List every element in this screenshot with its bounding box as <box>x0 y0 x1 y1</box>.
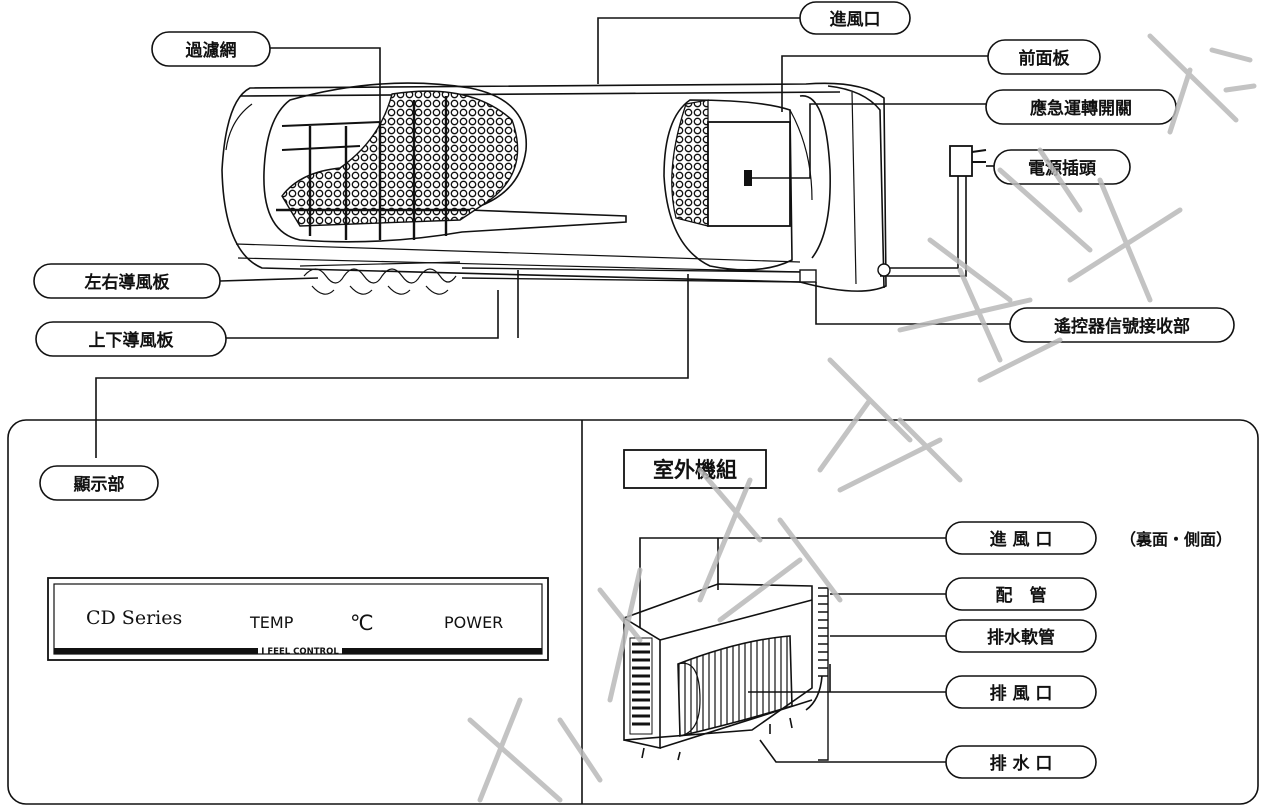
label-vertical-louver: 上下導風板 <box>35 321 227 357</box>
label-emergency-switch: 應急運轉開關 <box>985 89 1177 125</box>
svg-text:左右導風板: 左右導風板 <box>85 272 171 293</box>
display-series-label: CD Series <box>86 607 182 629</box>
display-panel: CD Series TEMP ℃ POWER I FEEL CONTROL <box>47 577 549 661</box>
svg-text:上下導風板: 上下導風板 <box>89 330 175 351</box>
svg-text:排 水 口: 排 水 口 <box>990 753 1053 774</box>
svg-text:進風口: 進風口 <box>830 10 881 30</box>
label-filter: 過濾網 <box>151 31 271 67</box>
svg-text:配 管: 配 管 <box>996 585 1047 606</box>
outdoor-leader-lines <box>639 537 946 763</box>
display-power-label: POWER <box>444 613 503 632</box>
label-display: 顯示部 <box>39 465 159 501</box>
label-horizontal-louver: 左右導風板 <box>33 263 221 299</box>
svg-text:排水軟管: 排水軟管 <box>987 627 1055 648</box>
svg-text:前面板: 前面板 <box>1019 48 1071 69</box>
watermark-decoration <box>467 33 1257 803</box>
label-outdoor-air-outlet: 排 風 口 <box>945 675 1097 709</box>
label-outdoor-drain-outlet: 排 水 口 <box>945 745 1097 779</box>
label-air-inlet: 進風口 <box>799 1 911 35</box>
display-ifeel-label: I FEEL CONTROL <box>261 647 339 657</box>
outdoor-title-box: 室外機組 <box>623 449 767 489</box>
display-temp-label: TEMP <box>249 613 294 632</box>
label-power-plug: 電源插頭 <box>993 149 1131 185</box>
label-outdoor-air-inlet: 進 風 口 <box>945 521 1097 555</box>
indoor-unit-drawing <box>221 82 987 295</box>
display-unit-label: ℃ <box>350 611 374 635</box>
svg-text:進 風 口: 進 風 口 <box>990 530 1053 550</box>
svg-text:顯示部: 顯示部 <box>74 474 125 495</box>
outdoor-title: 室外機組 <box>653 458 737 482</box>
louver-drawing <box>299 261 801 295</box>
outdoor-side-vents <box>629 637 653 735</box>
svg-text:排 風 口: 排 風 口 <box>990 683 1053 704</box>
label-outdoor-air-inlet-note: （裏面・側面） <box>1120 530 1232 549</box>
label-outdoor-piping: 配 管 <box>945 577 1097 611</box>
label-outdoor-drain-hose: 排水軟管 <box>945 619 1097 653</box>
lower-frame <box>7 419 1259 805</box>
svg-text:遙控器信號接收部: 遙控器信號接收部 <box>1054 316 1190 337</box>
outdoor-unit-drawing <box>623 583 829 761</box>
indoor-leader-lines <box>95 17 1010 458</box>
label-front-panel: 前面板 <box>987 39 1101 75</box>
svg-text:應急運轉開關: 應急運轉開關 <box>1030 98 1132 119</box>
label-remote-receiver: 遙控器信號接收部 <box>1009 307 1235 343</box>
svg-text:電源插頭: 電源插頭 <box>1028 158 1097 179</box>
svg-text:過濾網: 過濾網 <box>186 40 237 61</box>
